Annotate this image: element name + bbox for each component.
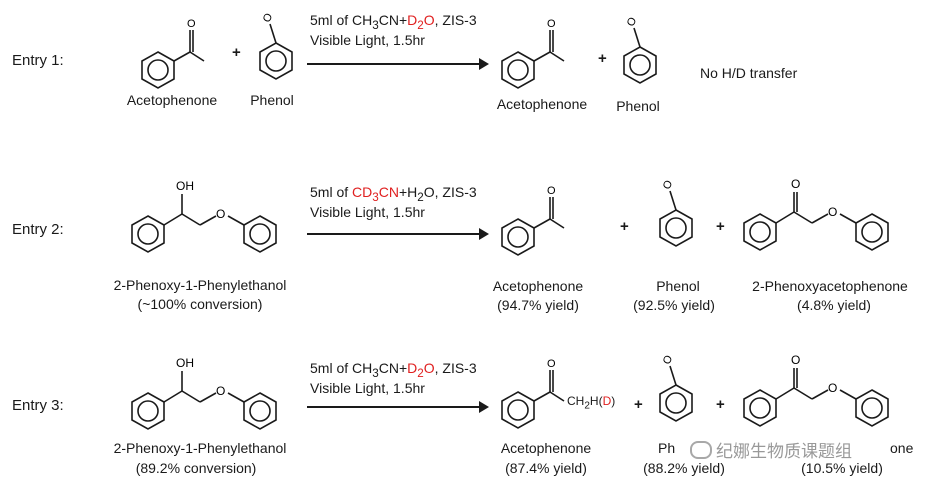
entry3-ch2d-group: CH2H(D) [567,394,616,412]
acetophenone-product-structure: O [501,18,565,89]
entry3-reactant-name: 2-Phenoxy-1-Phenylethanol [113,440,287,456]
phenol-oh: O [261,11,276,25]
svg-text:O: O [661,353,676,367]
entry3-product3-name-partial: one [890,440,914,456]
entry3-product2-name-partial: Ph [658,440,676,456]
svg-text:O: O [547,358,556,370]
entry1-conditions-line2: Visible Light, 1.5hr [310,32,425,48]
entry3-conditions-line1: 5ml of CH3CN+D2O, ZIS-3 [310,360,477,380]
deuterated-acetophenone-structure: O [501,358,565,429]
plus-sign: + [716,218,725,235]
phenoxy-phenylethanol-structure: OH O [131,179,277,253]
entry1-product2-name: Phenol [616,98,660,114]
svg-text:O: O [216,384,225,398]
entry-3-label: Entry 3: [12,397,64,414]
plus-sign: + [598,50,607,67]
entry1-note: No H/D transfer [700,65,798,81]
entry1-reactant1-name: Acetophenone [126,92,218,108]
entry1-reactant2-name: Phenol [250,92,294,108]
svg-text:O: O [828,381,837,395]
entry3-product1-name: Acetophenone [500,440,592,456]
entry2-product2-name: Phenol [656,278,700,294]
entry2-conditions-line2: Visible Light, 1.5hr [310,204,425,220]
entry2-product1-name: Acetophenone [492,278,584,294]
acetophenone-structure: O [141,18,205,89]
phenol-product-structure: O [623,15,657,84]
svg-text:O: O [216,207,225,221]
entry2-product1-yield: (94.7% yield) [497,297,579,313]
phenoxyacetophenone-structure: O O [743,353,889,427]
svg-text:OH: OH [176,179,194,193]
plus-sign: + [634,396,643,413]
acetophenone-product-structure: O [501,185,565,256]
svg-text:O: O [547,18,556,30]
entry-1-label: Entry 1: [12,52,64,69]
phenoxyacetophenone-structure: O O [743,177,889,251]
phenol-product-structure: O [659,353,693,422]
plus-sign: + [232,44,241,61]
reaction-arrow-1 [307,58,489,70]
svg-text:O: O [791,353,800,367]
carbonyl-o: O [187,18,196,30]
reaction-arrow-2 [307,228,489,240]
plus-sign: + [620,218,629,235]
phenol-structure: O [259,11,293,80]
plus-sign: + [716,396,725,413]
svg-text:O: O [791,177,800,191]
wechat-icon [690,441,712,459]
entry2-product3-name: 2-Phenoxyacetophenone [752,278,908,294]
entry3-product3-yield: (10.5% yield) [801,460,883,476]
entry2-product3-yield: (4.8% yield) [797,297,871,313]
entry2-conditions-line1: 5ml of CD3CN+H2O, ZIS-3 [310,184,477,204]
phenol-product-structure: O [659,178,693,247]
entry3-conditions-line2: Visible Light, 1.5hr [310,380,425,396]
phenoxy-phenylethanol-structure: OH O [131,356,277,430]
entry-2-label: Entry 2: [12,221,64,238]
entry3-reactant-conversion: (89.2% conversion) [135,460,257,476]
entry2-product2-yield: (92.5% yield) [633,297,715,313]
svg-text:O: O [547,185,556,197]
entry3-product2-yield: (88.2% yield) [643,460,725,476]
entry2-reactant-name: 2-Phenoxy-1-Phenylethanol [113,277,287,293]
entry1-conditions-line1: 5ml of CH3CN+D2O, ZIS-3 [310,12,477,32]
entry2-reactant-conversion: (~100% conversion) [137,296,263,312]
entry3-product1-yield: (87.4% yield) [505,460,587,476]
svg-text:O: O [828,205,837,219]
svg-text:O: O [625,15,640,29]
reaction-arrow-3 [307,401,489,413]
entry1-product1-name: Acetophenone [496,96,588,112]
watermark: 纪娜生物质课题组 [690,437,852,462]
svg-text:OH: OH [176,356,194,370]
svg-text:O: O [661,178,676,192]
